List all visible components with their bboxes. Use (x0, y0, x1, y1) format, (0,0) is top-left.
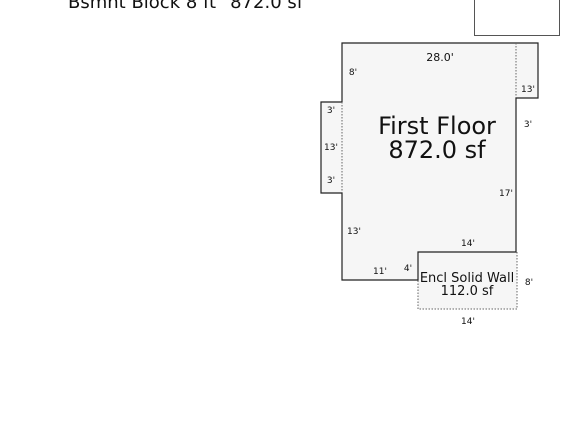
dim-left-13-mid: 13' (324, 143, 338, 153)
first-floor-area: 872.0 sf (388, 136, 486, 164)
dim-left-3-low: 3' (327, 176, 335, 186)
dim-notch-3-right: 3' (524, 120, 532, 130)
dim-right-13: 13' (521, 85, 535, 95)
dim-encl-8: 8' (525, 278, 533, 288)
header-line: Bsmnt Block 8 ft 872.0 sf (68, 0, 317, 13)
dim-left-3-top: 3' (327, 106, 335, 116)
corner-box (474, 0, 560, 36)
dim-encl-bottom-14: 14' (461, 317, 475, 327)
dim-right-17: 17' (499, 189, 513, 199)
basement-label: Bsmnt Block 8 ft (68, 0, 217, 13)
basement-area: 872.0 sf (230, 0, 304, 13)
first-floor-name: First Floor (378, 112, 496, 140)
encl-area: 112.0 sf (441, 284, 494, 299)
dim-step-4: 4' (404, 264, 412, 274)
encl-name: Encl Solid Wall (420, 271, 514, 286)
dim-bottom-11: 11' (373, 267, 387, 277)
dim-ledge-14: 14' (461, 239, 475, 249)
dim-top-left-8: 8' (349, 68, 357, 78)
dim-left-13-low: 13' (347, 227, 361, 237)
dim-top: 28.0' (426, 51, 454, 64)
first-floor-outline (320, 42, 539, 281)
